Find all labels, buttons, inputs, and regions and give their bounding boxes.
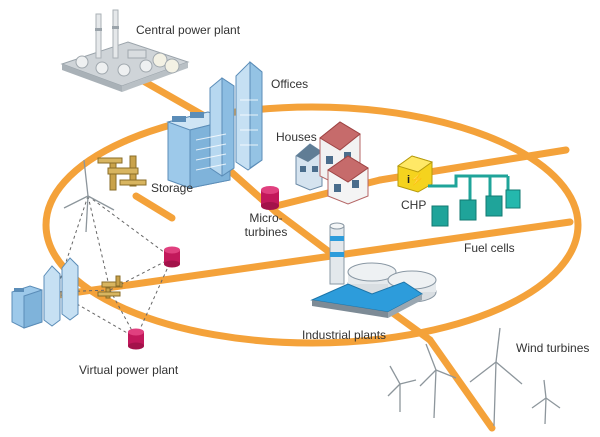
industrial-plants-icon [310,222,437,318]
virtual-micro-turbine-icon-1 [164,246,180,268]
grid-line-central [134,74,212,122]
grid-line-main [54,218,574,299]
label-offices: Offices [271,77,309,91]
virtual-storage-icon [97,275,123,299]
virtual-network-links [55,195,173,339]
virtual-offices-icon [11,257,79,329]
label-houses: Houses [276,130,317,144]
grid-line-micro-down [272,208,336,258]
label-micro-turbines-line2: turbines [244,225,288,239]
label-micro-turbines: Micro- turbines [234,211,298,239]
label-wind-turbines: Wind turbines [516,341,590,355]
label-micro-turbines-line1: Micro- [249,211,283,225]
grid-line-storage [132,192,176,222]
label-virtual-power-plant: Virtual power plant [79,363,179,377]
fuel-cells-icon [428,174,521,227]
virtual-wind-turbine-icon [63,159,115,233]
virtual-power-plant-group [11,159,180,350]
grid-ring [42,103,582,347]
houses-icon [295,121,369,205]
label-fuel-cells: Fuel cells [464,241,515,255]
label-industrial-plants: Industrial plants [302,328,387,342]
label-storage: Storage [151,181,194,195]
label-chp: CHP [401,198,427,212]
virtual-micro-turbine-icon-2 [128,328,144,350]
grid-line-wind [426,336,496,432]
chp-symbol: i⚡ [407,173,424,186]
grid-network [42,74,582,432]
chp-icon: i⚡ [396,155,434,193]
label-central-power-plant: Central power plant [136,23,241,37]
storage-icon [97,155,147,191]
offices-icon [166,60,263,189]
central-power-plant-icon [60,9,190,92]
wind-turbines-icon [387,327,561,427]
micro-turbine-icon [261,186,279,210]
